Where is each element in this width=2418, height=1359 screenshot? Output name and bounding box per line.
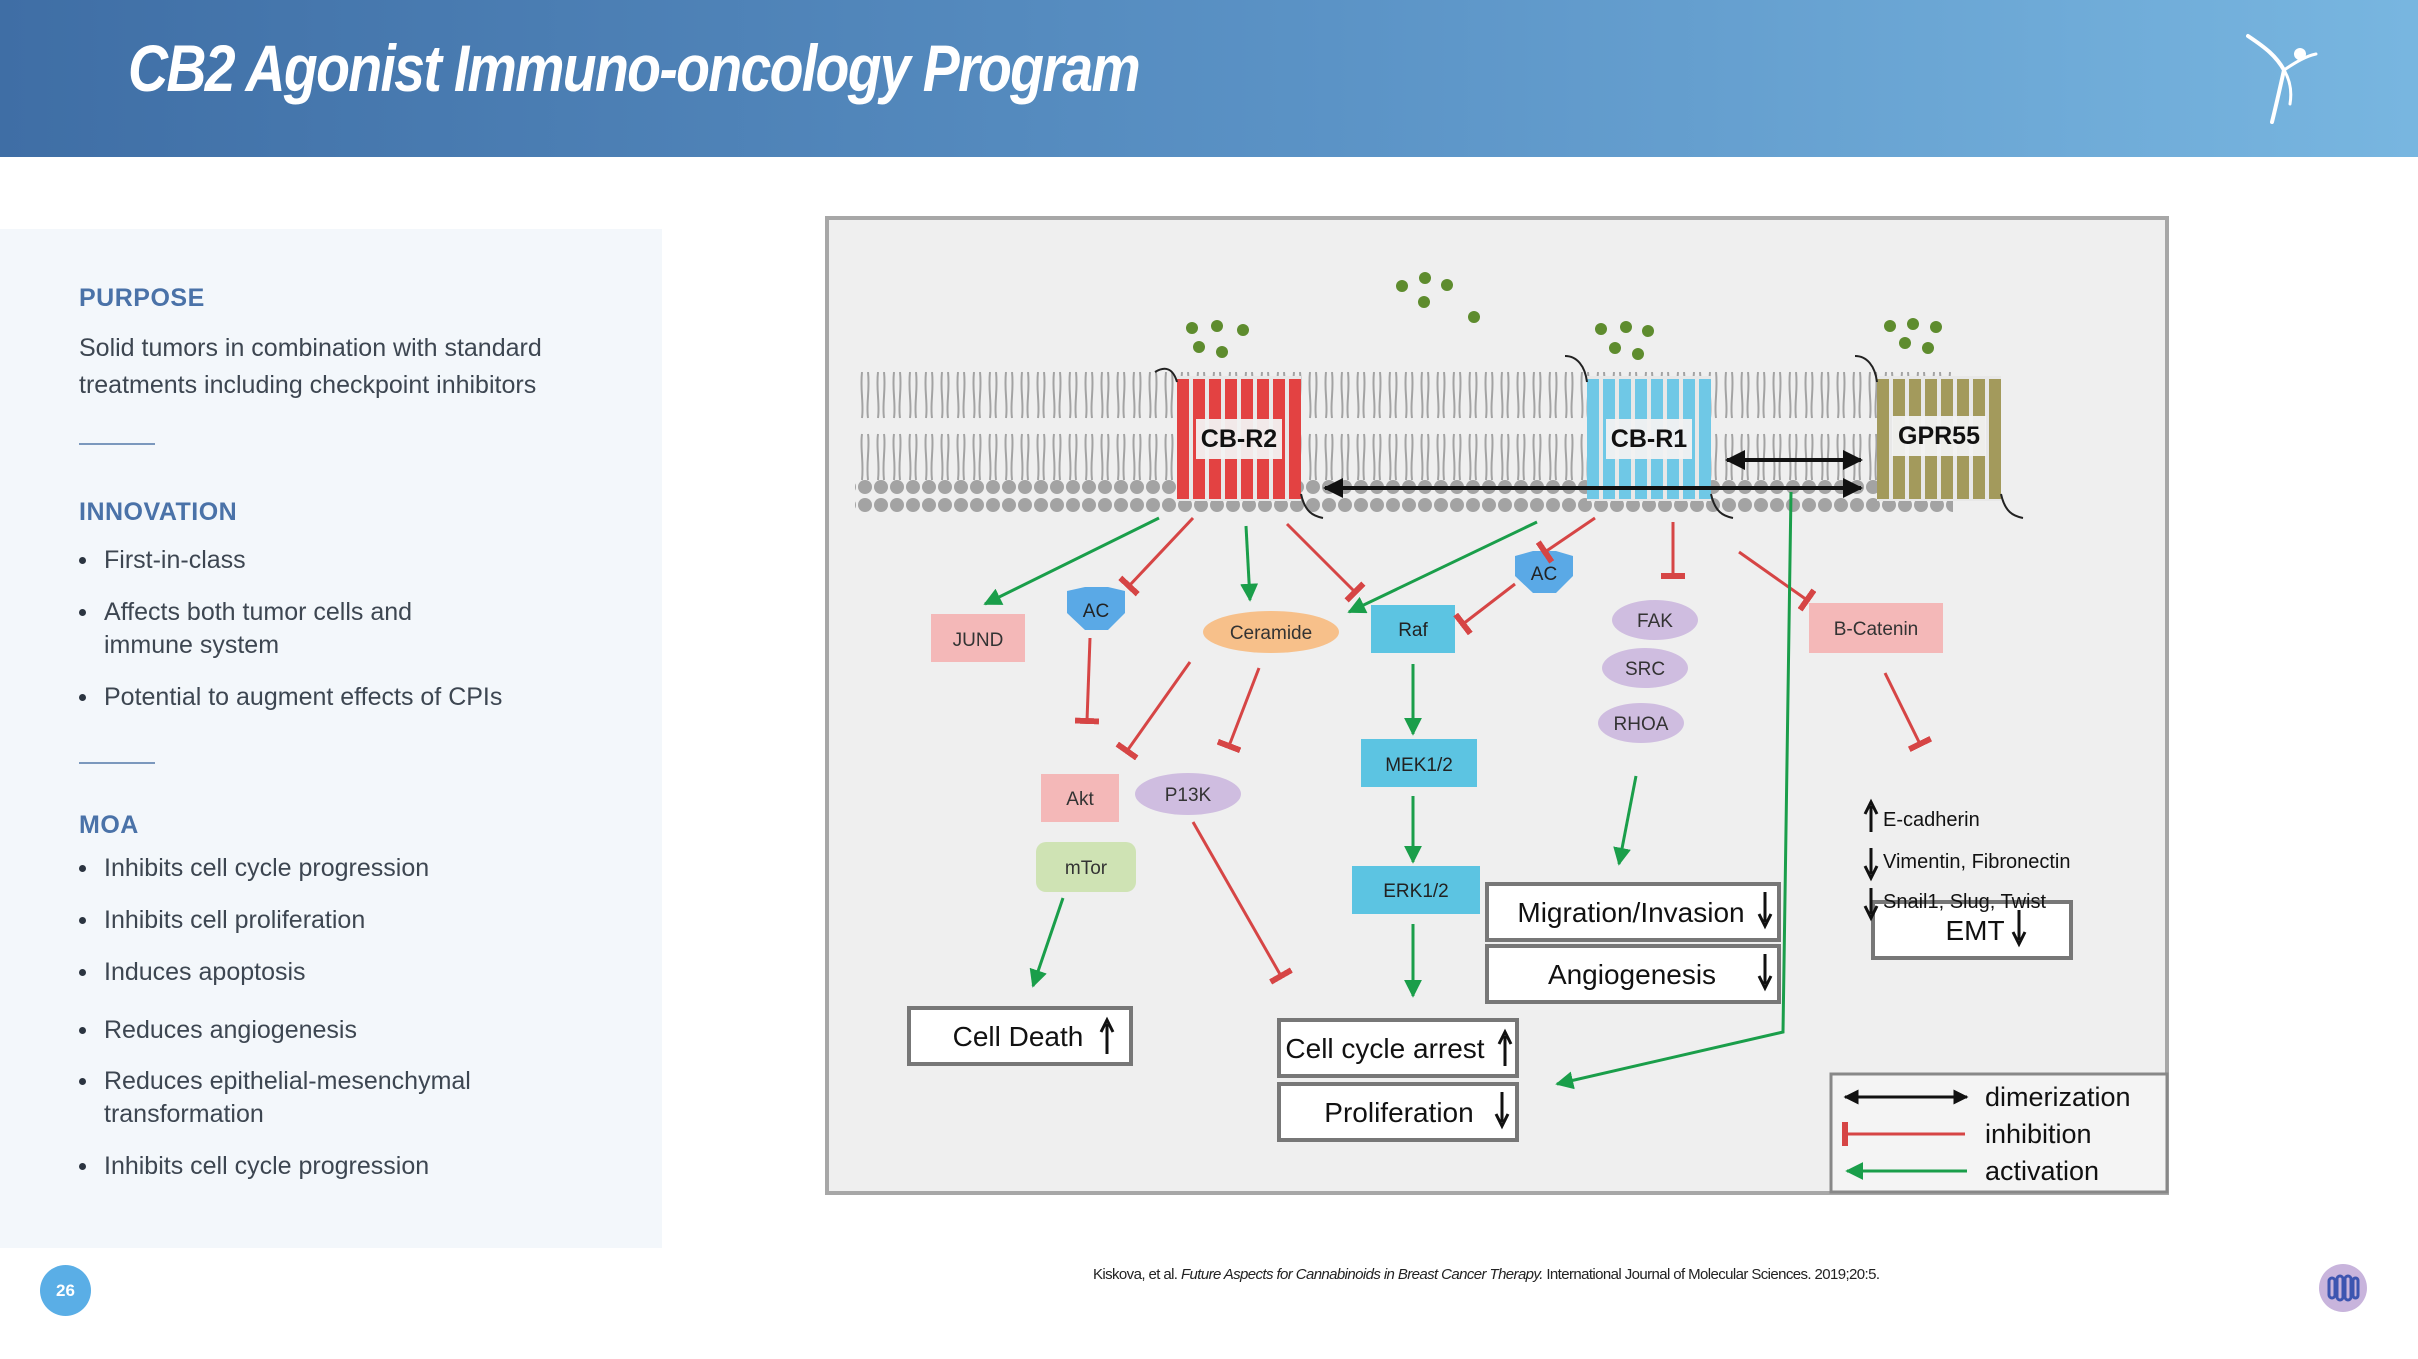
citation: Kiskova, et al. Future Aspects for Canna…	[1093, 1266, 1880, 1283]
svg-text:SRC: SRC	[1625, 659, 1665, 680]
list-item: Reduces epithelial-mesenchymal transform…	[79, 1065, 504, 1131]
legend-activation-label: activation	[1985, 1156, 2099, 1186]
list-item: Inhibits cell proliferation	[79, 904, 539, 937]
info-sidebar: PURPOSE Solid tumors in combination with…	[0, 229, 662, 1248]
node-mek: MEK1/2	[1361, 739, 1477, 787]
node-erk: ERK1/2	[1352, 866, 1480, 914]
list-item: Inhibits cell cycle progression	[79, 1150, 539, 1183]
cb-r1-label: CB-R1	[1611, 425, 1687, 453]
svg-text:RHOA: RHOA	[1614, 714, 1669, 735]
node-ceramide: Ceramide	[1203, 611, 1339, 653]
up-arrow-icon	[1497, 1028, 1513, 1066]
e-cadherin-label: E-cadherin	[1883, 809, 1980, 831]
svg-text:FAK: FAK	[1637, 611, 1673, 632]
down-arrow-icon	[2011, 910, 2027, 948]
inhibition-lines	[1074, 516, 1933, 985]
citation-title: Future Aspects for Cannabinoids in Breas…	[1180, 1266, 1543, 1283]
gpr55-receptor: GPR55	[1854, 355, 2024, 519]
purpose-heading: PURPOSE	[79, 284, 205, 312]
svg-text:MEK1/2: MEK1/2	[1385, 755, 1453, 776]
svg-text:Cell Death: Cell Death	[953, 1021, 1084, 1052]
header-bar: CB2 Agonist Immuno-oncology Program	[0, 0, 2418, 157]
svg-text:B-Catenin: B-Catenin	[1834, 619, 1919, 640]
list-item: Inhibits cell cycle progression	[79, 852, 539, 885]
outcome-emt: EMT	[1871, 900, 2073, 960]
node-ac-right: AC	[1515, 551, 1573, 593]
svg-text:Proliferation: Proliferation	[1324, 1097, 1473, 1128]
divider	[79, 762, 155, 764]
cb-r2-label: CB-R2	[1201, 425, 1277, 453]
node-jund: JUND	[931, 614, 1025, 662]
svg-text:Raf: Raf	[1398, 620, 1428, 641]
list-item: Potential to augment effects of CPIs	[79, 681, 539, 714]
node-p13k: P13K	[1135, 773, 1241, 815]
company-logo-icon	[2246, 34, 2318, 124]
node-rhoa: RHOA	[1598, 703, 1684, 743]
activation-lines	[983, 491, 1793, 1090]
node-src: SRC	[1602, 648, 1688, 688]
svg-text:ERK1/2: ERK1/2	[1383, 881, 1448, 902]
outcome-angiogenesis: Angiogenesis	[1485, 944, 1781, 1004]
svg-text:Akt: Akt	[1066, 789, 1094, 810]
diagram-legend: dimerization inhibition activation	[1829, 1072, 2169, 1194]
cell-membrane	[855, 372, 1953, 512]
svg-text:Ceramide: Ceramide	[1230, 623, 1312, 644]
outcome-migration: Migration/Invasion	[1485, 882, 1781, 942]
node-b-catenin: B-Catenin	[1809, 603, 1943, 653]
cb-r2-receptor: CB-R2	[1154, 367, 1324, 519]
node-ac-left: AC	[1067, 587, 1125, 630]
down-arrow-icon	[1757, 892, 1773, 930]
list-item: Affects both tumor cells and immune syst…	[79, 596, 464, 662]
page-title: CB2 Agonist Immuno-oncology Program	[128, 31, 1141, 105]
list-item: First-in-class	[79, 544, 539, 577]
moa-list: Inhibits cell cycle progression Inhibits…	[79, 852, 539, 1183]
innovation-heading: INNOVATION	[79, 498, 238, 526]
list-item: Reduces angiogenesis	[79, 1014, 539, 1047]
vimentin-label: Vimentin, Fibronectin	[1883, 851, 2071, 873]
divider	[79, 443, 155, 445]
svg-text:P13K: P13K	[1165, 785, 1212, 806]
citation-authors: Kiskova, et al.	[1093, 1266, 1181, 1283]
gpr55-label: GPR55	[1898, 422, 1980, 450]
up-arrow-icon	[1099, 1016, 1115, 1054]
cannabinoid-signaling-diagram: CB-R2 CB-R1 GPR55 JUND AC Ceramide Raf A…	[825, 216, 2169, 1195]
down-arrow-icon	[1757, 954, 1773, 992]
down-arrow-icon	[1863, 888, 1879, 922]
innovation-list: First-in-class Affects both tumor cells …	[79, 544, 539, 714]
list-item: Induces apoptosis	[79, 956, 539, 989]
node-akt: Akt	[1041, 774, 1119, 822]
svg-text:mTor: mTor	[1065, 858, 1108, 879]
ligand-dots	[1186, 272, 1942, 360]
outcome-cell-cycle-arrest: Cell cycle arrest	[1277, 1018, 1519, 1078]
svg-text:Angiogenesis: Angiogenesis	[1548, 959, 1716, 990]
svg-text:EMT: EMT	[1945, 915, 2004, 946]
purpose-text: Solid tumors in combination with standar…	[79, 334, 542, 399]
moa-heading: MOA	[79, 811, 139, 839]
svg-text:Cell cycle arrest: Cell cycle arrest	[1285, 1033, 1484, 1064]
legend-inhibition-label: inhibition	[1985, 1119, 2092, 1149]
snail-label: Snail1, Slug, Twist	[1883, 891, 2046, 913]
svg-text:AC: AC	[1531, 564, 1557, 585]
outcome-cell-death: Cell Death	[907, 1006, 1133, 1066]
node-fak: FAK	[1612, 600, 1698, 640]
up-arrow-icon	[1863, 798, 1879, 832]
page-number-badge: 26	[40, 1265, 91, 1316]
node-raf: Raf	[1371, 605, 1455, 653]
citation-journal: International Journal of Molecular Scien…	[1542, 1266, 1880, 1283]
emt-markers: E-cadherin Vimentin, Fibronectin Snail1,…	[1863, 798, 2071, 922]
down-arrow-icon	[1494, 1092, 1510, 1130]
node-mtor: mTor	[1036, 842, 1136, 892]
svg-text:Migration/Invasion: Migration/Invasion	[1517, 897, 1744, 928]
partner-logo-icon	[2319, 1264, 2367, 1312]
legend-dimerization-label: dimerization	[1985, 1082, 2131, 1112]
outcome-proliferation: Proliferation	[1277, 1082, 1519, 1142]
down-arrow-icon	[1863, 848, 1879, 882]
svg-text:AC: AC	[1083, 601, 1109, 622]
cb-r1-receptor: CB-R1	[1564, 355, 1734, 519]
svg-text:JUND: JUND	[953, 630, 1004, 651]
